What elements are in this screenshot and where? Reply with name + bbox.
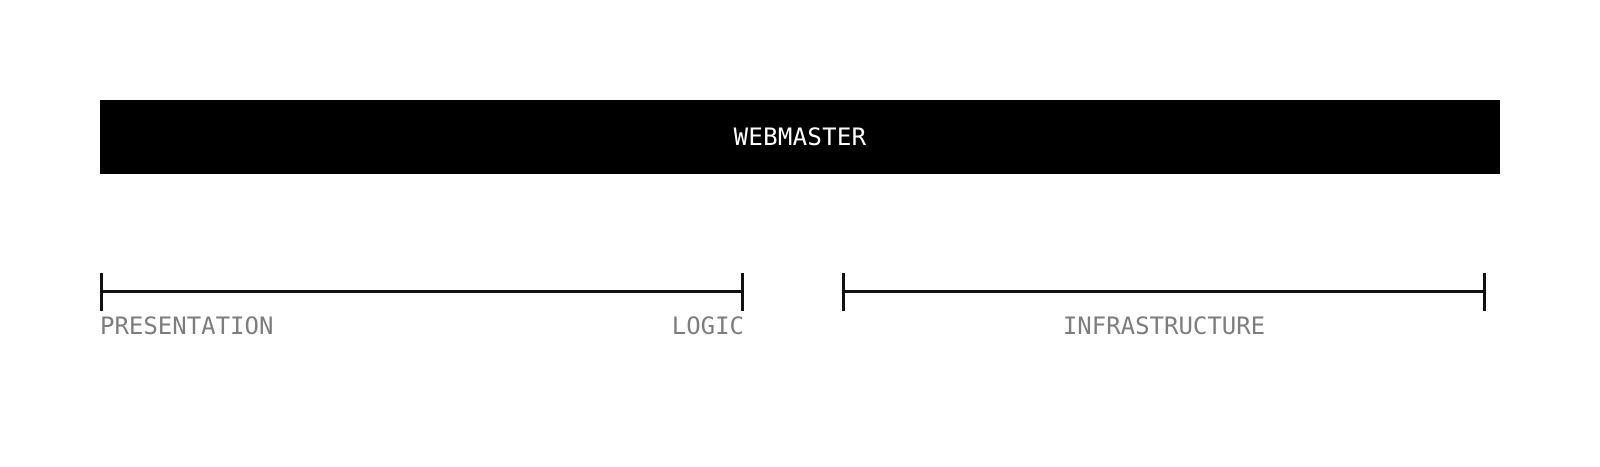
label-logic: LOGIC <box>671 312 744 340</box>
range-bracket-infrastructure <box>842 273 1486 311</box>
range-bracket-presentation-logic <box>100 273 744 311</box>
label-infrastructure: INFRASTRUCTURE <box>1062 312 1266 340</box>
range-end-tick <box>1483 273 1486 311</box>
range-line <box>100 290 744 293</box>
banner-title: WEBMASTER <box>733 123 867 151</box>
webmaster-banner: WEBMASTER <box>100 100 1500 174</box>
label-presentation: PRESENTATION <box>100 312 274 340</box>
range-line <box>842 290 1486 293</box>
range-end-tick <box>741 273 744 311</box>
